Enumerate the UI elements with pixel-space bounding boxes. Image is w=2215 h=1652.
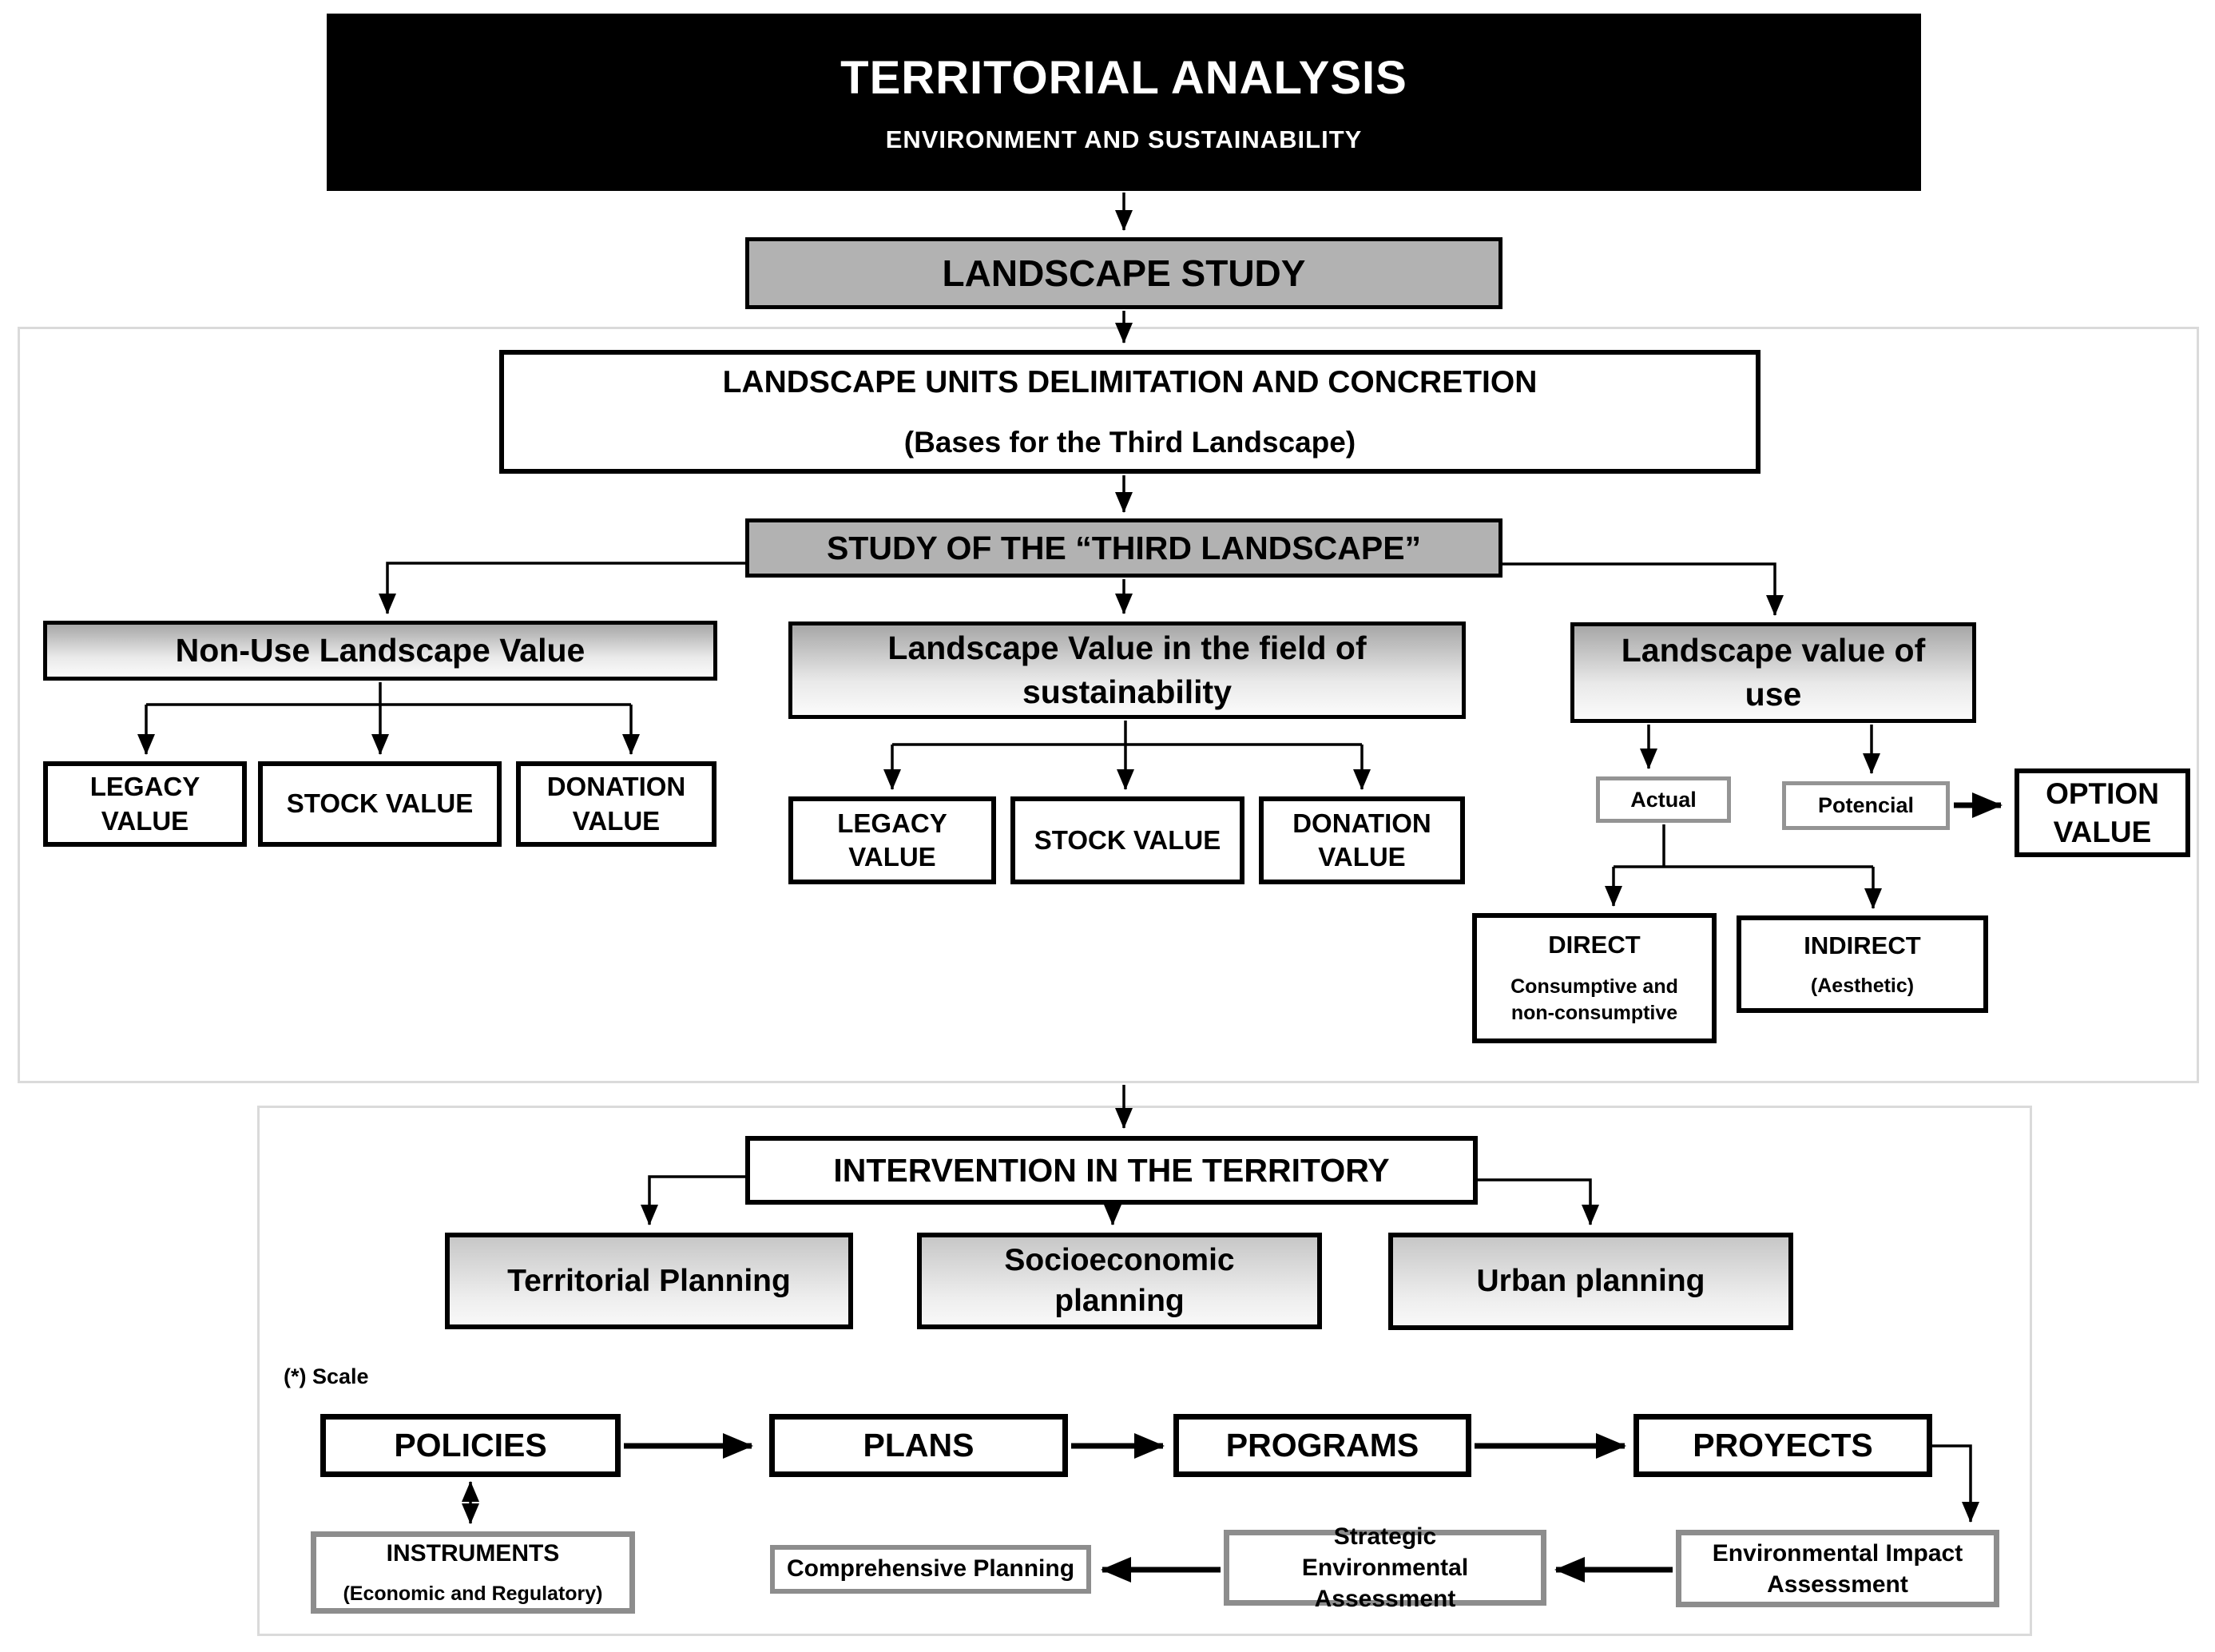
node-legacy-value-1: LEGACY VALUE	[43, 761, 247, 847]
page-title: TERRITORIAL ANALYSIS	[840, 52, 1407, 105]
node-label: Urban planning	[1476, 1264, 1705, 1299]
node-direct: DIRECT Consumptive and non-consumptive	[1472, 913, 1717, 1043]
node-label-line1: LANDSCAPE UNITS DELIMITATION AND CONCRET…	[722, 364, 1538, 399]
node-label: Landscape Value in the field of sustaina…	[887, 629, 1367, 710]
node-non-use-value: Non-Use Landscape Value	[43, 621, 717, 681]
node-potencial: Potencial	[1782, 781, 1950, 830]
node-sustainability-value: Landscape Value in the field of sustaina…	[788, 621, 1466, 719]
node-label: Non-Use Landscape Value	[175, 632, 586, 669]
node-label: OPTION VALUE	[2046, 777, 2159, 848]
node-label: INTERVENTION IN THE TERRITORY	[833, 1151, 1390, 1189]
node-label: LEGACY VALUE	[837, 808, 947, 872]
node-sublabel: (Aesthetic)	[1810, 974, 1915, 997]
diagram-header: TERRITORIAL ANALYSIS ENVIRONMENT AND SUS…	[327, 14, 1921, 191]
node-label: LEGACY VALUE	[89, 772, 200, 836]
node-label: STOCK VALUE	[1034, 824, 1221, 855]
node-label: DIRECT	[1548, 930, 1641, 959]
node-landscape-study: LANDSCAPE STUDY	[745, 237, 1502, 309]
node-proyects: PROYECTS	[1633, 1414, 1932, 1477]
node-label: PROYECTS	[1693, 1427, 1873, 1464]
node-programs: PROGRAMS	[1173, 1414, 1471, 1477]
node-label: Strategic Environmental Assessment	[1301, 1523, 1469, 1612]
node-label: PLANS	[863, 1427, 975, 1464]
node-option-value: OPTION VALUE	[2015, 768, 2190, 857]
node-label: INDIRECT	[1804, 931, 1921, 960]
intervention-section-frame	[257, 1106, 2032, 1636]
node-label: LANDSCAPE STUDY	[942, 252, 1306, 294]
node-sublabel: (Economic and Regulatory)	[343, 1582, 603, 1605]
node-label: Landscape value of use	[1621, 631, 1926, 713]
node-label: DONATION VALUE	[1292, 808, 1431, 872]
node-label: DONATION VALUE	[546, 772, 686, 836]
node-label-line2: (Bases for the Third Landscape)	[903, 425, 1356, 459]
node-intervention: INTERVENTION IN THE TERRITORY	[745, 1136, 1478, 1205]
node-label: Actual	[1630, 787, 1697, 812]
node-eia: Environmental Impact Assessment	[1676, 1530, 1999, 1607]
node-label: Potencial	[1817, 793, 1915, 818]
node-urban-planning: Urban planning	[1388, 1233, 1793, 1330]
node-territorial-planning: Territorial Planning	[445, 1233, 853, 1329]
node-label: STOCK VALUE	[286, 788, 474, 819]
node-policies: POLICIES	[320, 1414, 621, 1477]
node-label: POLICIES	[394, 1427, 547, 1464]
node-sublabel: Consumptive and non-consumptive	[1510, 975, 1678, 1025]
node-strategic-assessment: Strategic Environmental Assessment	[1224, 1523, 1546, 1612]
node-label: Territorial Planning	[507, 1263, 791, 1298]
node-comprehensive-planning: Comprehensive Planning	[770, 1545, 1091, 1594]
node-landscape-units: LANDSCAPE UNITS DELIMITATION AND CONCRET…	[499, 350, 1760, 474]
scale-note: (*) Scale	[284, 1364, 369, 1388]
node-stock-value-2: STOCK VALUE	[1010, 796, 1244, 884]
node-label: Comprehensive Planning	[786, 1555, 1075, 1583]
landscape-section-frame	[18, 327, 2199, 1083]
node-indirect: INDIRECT (Aesthetic)	[1737, 915, 1988, 1013]
node-third-landscape: STUDY OF THE “THIRD LANDSCAPE”	[745, 518, 1502, 578]
node-socioeconomic-planning: Socioeconomic planning	[917, 1233, 1322, 1329]
node-donation-value-2: DONATION VALUE	[1259, 796, 1465, 884]
node-label: Socioeconomic planning	[1004, 1242, 1235, 1318]
node-stock-value-1: STOCK VALUE	[258, 761, 502, 847]
node-label: PROGRAMS	[1225, 1427, 1419, 1464]
node-use-value: Landscape value of use	[1570, 622, 1976, 723]
node-legacy-value-2: LEGACY VALUE	[788, 796, 996, 884]
node-actual: Actual	[1596, 776, 1731, 823]
node-label: INSTRUMENTS	[386, 1540, 560, 1567]
node-plans: PLANS	[769, 1414, 1068, 1477]
node-label: STUDY OF THE “THIRD LANDSCAPE”	[826, 529, 1422, 566]
node-instruments: INSTRUMENTS (Economic and Regulatory)	[311, 1531, 635, 1614]
node-donation-value-1: DONATION VALUE	[516, 761, 717, 847]
node-label: Environmental Impact Assessment	[1712, 1539, 1963, 1598]
page-subtitle: ENVIRONMENT AND SUSTAINABILITY	[885, 125, 1363, 154]
